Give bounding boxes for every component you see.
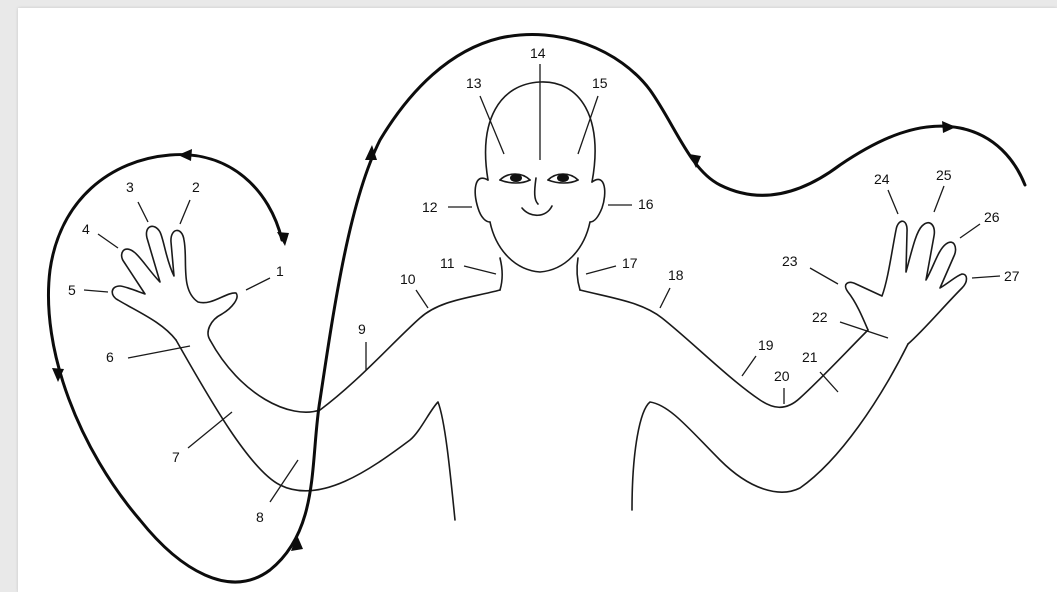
right-hand (846, 221, 967, 344)
label-18: 18 (668, 267, 684, 283)
jaw-outline (490, 222, 590, 272)
arrow-head (942, 121, 956, 133)
label-7: 7 (172, 449, 180, 465)
label-21: 21 (802, 349, 818, 365)
label-19: 19 (758, 337, 774, 353)
label-3: 3 (126, 179, 134, 195)
leader-lines (84, 64, 1000, 502)
mouth (522, 206, 552, 215)
label-26: 26 (984, 209, 1000, 225)
label-2: 2 (192, 179, 200, 195)
label-25: 25 (936, 167, 952, 183)
label-6: 6 (106, 349, 114, 365)
right-arm-lower (632, 344, 908, 510)
label-11: 11 (440, 255, 455, 271)
label-1: 1 (276, 263, 284, 279)
label-22: 22 (812, 309, 828, 325)
left-hand (112, 226, 237, 340)
label-23: 23 (782, 253, 798, 269)
label-27: 27 (1004, 268, 1020, 284)
label-13: 13 (466, 75, 482, 91)
label-24: 24 (874, 171, 890, 187)
label-20: 20 (774, 368, 790, 384)
label-16: 16 (638, 196, 654, 212)
neck-left (500, 258, 502, 290)
neck-right (577, 258, 580, 290)
left-shoulder (210, 290, 500, 412)
label-14: 14 (530, 45, 546, 61)
label-10: 10 (400, 271, 416, 287)
arrow-head (277, 232, 289, 246)
meridian-path (48, 35, 1025, 582)
left-ear (475, 178, 490, 222)
right-shoulder (580, 290, 868, 407)
label-17: 17 (622, 255, 638, 271)
arrow-head (178, 149, 192, 161)
label-5: 5 (68, 282, 76, 298)
eyes (500, 174, 578, 183)
point-labels: 1 2 3 4 5 6 7 8 9 10 11 12 13 14 15 16 1… (68, 45, 1020, 525)
label-15: 15 (592, 75, 608, 91)
right-ear (590, 179, 605, 222)
nose (535, 178, 538, 204)
label-9: 9 (358, 321, 366, 337)
label-12: 12 (422, 199, 438, 215)
label-4: 4 (82, 221, 90, 237)
label-8: 8 (256, 509, 264, 525)
meridian-line (48, 35, 1025, 582)
